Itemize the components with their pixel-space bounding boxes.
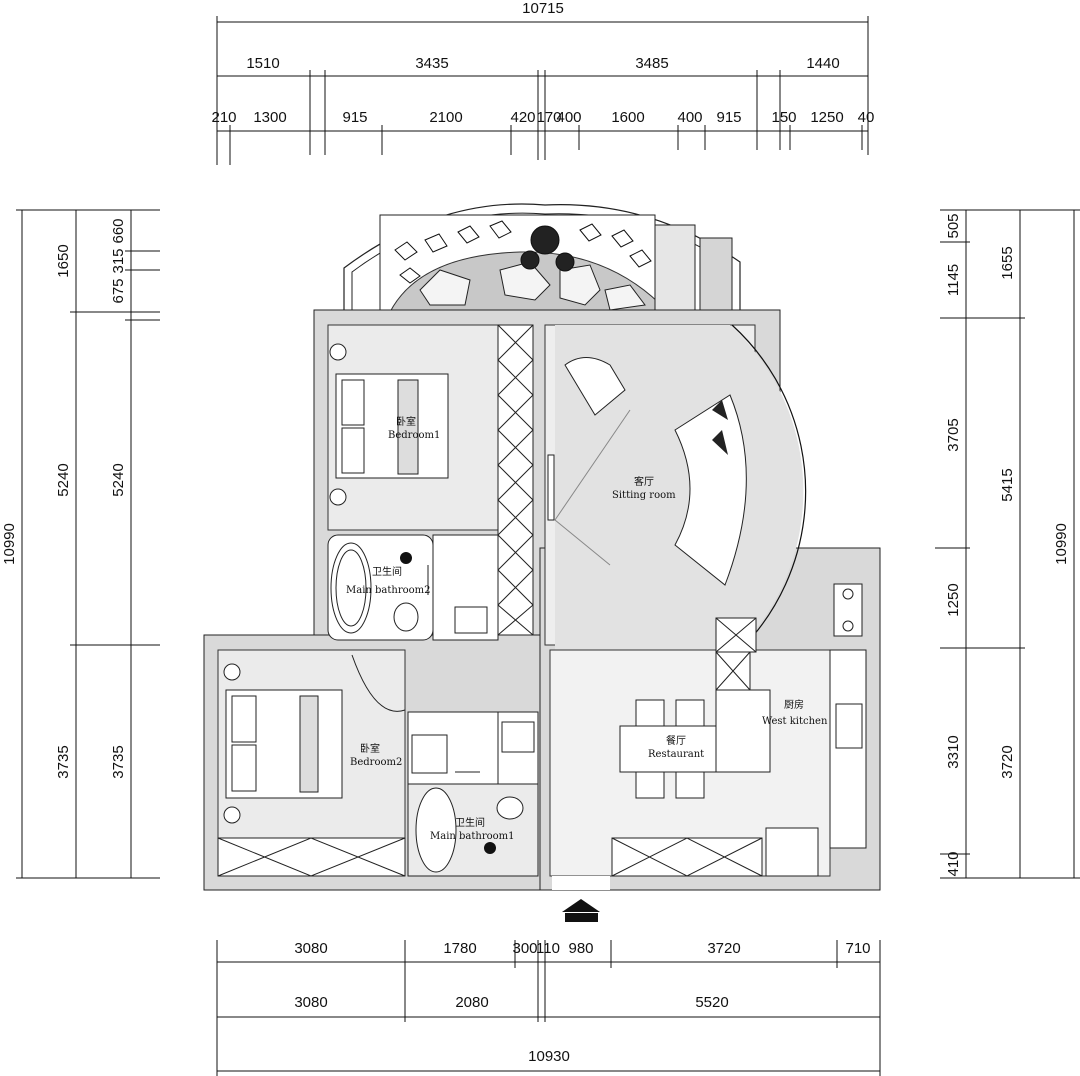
bedroom1: 卧室 Bedroom1 [327,324,534,636]
room-cn-sitting: 客厅 [634,475,654,488]
dim-top-r2-4: 420 [510,109,535,126]
bathtub-icon [330,542,372,634]
dim-top-r2-10: 150 [771,109,796,126]
dim-bot-r2-1: 2080 [455,994,488,1011]
left-dimension-chain: 10990 1650 5240 3735 660 315 675 5240 37… [1,209,160,879]
main-bathroom1: 卫生间 Main bathroom1 [407,711,539,877]
room-en-sitting: Sitting room [612,490,676,501]
dim-top-r2-6: 400 [556,109,581,126]
dim-bot-r1-5: 3720 [707,940,740,957]
room-en-kitchen: West kitchen [762,716,828,727]
dim-top-r2-11: 1250 [810,109,843,126]
sink-icon [501,721,535,753]
dim-top-r2-8: 400 [677,109,702,126]
room-en-bath2: Main bathroom2 [346,585,431,596]
tv-icon [547,454,555,521]
dim-right-i0: 505 [945,213,962,238]
dim-right-i3: 1250 [945,583,962,616]
dim-top-r2-3: 2100 [429,109,462,126]
room-cn-kitchen: 厨房 [784,698,804,711]
dim-right-o0: 1655 [999,246,1016,279]
room-cn-bedroom2: 卧室 [360,742,380,755]
armchair-icon [564,357,626,416]
dim-top-r2-12: 40 [858,109,875,126]
dim-left-o1: 5240 [55,463,72,496]
dim-bot-r1-4: 980 [568,940,593,957]
bedroom2: 卧室 Bedroom2 [217,649,406,877]
dim-top-r2-5: 170 [536,109,561,126]
garden-balcony [343,203,741,313]
dim-left-o2: 3735 [55,745,72,778]
dim-top-r2-2: 915 [342,109,367,126]
room-cn-restaurant: 餐厅 [666,734,686,747]
entrance-arrow-icon [562,899,600,912]
dim-right-total: 10990 [1053,523,1070,565]
dim-right-o1: 5415 [999,468,1016,501]
dim-top-r2-1: 1300 [253,109,286,126]
dim-bot-r2-0: 3080 [294,994,327,1011]
chair-icon [675,771,705,799]
dim-bot-r2-2: 5520 [695,994,728,1011]
dim-top-r1-0: 1510 [246,55,279,72]
room-en-bedroom2: Bedroom2 [350,757,402,768]
room-cn-bath2: 卫生间 [372,565,402,578]
kitchen-sink-icon [835,703,863,749]
sofa-icon [674,394,747,586]
bathtub-icon [415,787,457,873]
dim-right-i4: 3310 [945,735,962,768]
dim-left-i1: 315 [110,248,127,273]
chair-icon [635,699,665,727]
washer-icon [411,734,448,774]
dim-left-i2: 675 [110,278,127,303]
dim-top-r1-2: 3485 [635,55,668,72]
dim-left-total: 10990 [1,523,18,565]
dim-right-i5: 410 [945,851,962,876]
room-cn-bedroom1: 卧室 [396,415,416,428]
dim-bot-total: 10930 [528,1048,570,1065]
dim-right-i2: 3705 [945,418,962,451]
dim-top-r2-7: 1600 [611,109,644,126]
dim-bot-r1-1: 1780 [443,940,476,957]
dim-top-r2-9: 915 [716,109,741,126]
dim-right-i1: 1145 [945,264,962,296]
chair-icon [675,699,705,727]
dim-left-i4: 3735 [110,745,127,778]
toilet-icon [393,602,419,632]
dim-left-i0: 660 [110,218,127,243]
room-en-restaurant: Restaurant [648,749,704,760]
bottom-dimension-chain: 3080 1780 300 110 980 3720 710 3080 2080… [216,940,881,1076]
main-bathroom2: 卫生间 Main bathroom2 [327,534,499,641]
dim-top-r1-3: 1440 [806,55,839,72]
lamp-icon [223,663,241,681]
dim-top-r2-0: 210 [211,109,236,126]
room-cn-bath1: 卫生间 [455,816,485,829]
right-dimension-chain: 10990 1655 5415 3720 505 1145 3705 1250 … [935,209,1080,879]
dim-bot-r1-6: 710 [845,940,870,957]
entrance [351,654,610,922]
lamp-icon [329,343,347,361]
room-en-bedroom1: Bedroom1 [388,430,440,441]
lamp-icon [223,806,241,824]
dim-top-total: 10715 [522,0,564,17]
dim-left-o0: 1650 [55,244,72,277]
room-en-bath1: Main bathroom1 [430,831,515,842]
lamp-icon [329,488,347,506]
dim-bot-r1-0: 3080 [294,940,327,957]
dim-bot-r1-3: 110 [536,940,560,957]
dim-left-i3: 5240 [110,463,127,496]
dim-top-r1-1: 3435 [415,55,448,72]
dim-right-o2: 3720 [999,745,1016,778]
top-dimension-chain: 10715 1510 3435 3485 1440 210 1300 915 2… [211,0,874,165]
toilet-icon [496,796,524,820]
restaurant-kitchen: 餐厅 Restaurant 厨房 West kitchen [549,583,867,877]
garden-planting-icon [394,220,652,284]
dim-bot-r1-2: 300 [512,940,537,957]
chair-icon [635,771,665,799]
sink-icon [454,606,488,634]
